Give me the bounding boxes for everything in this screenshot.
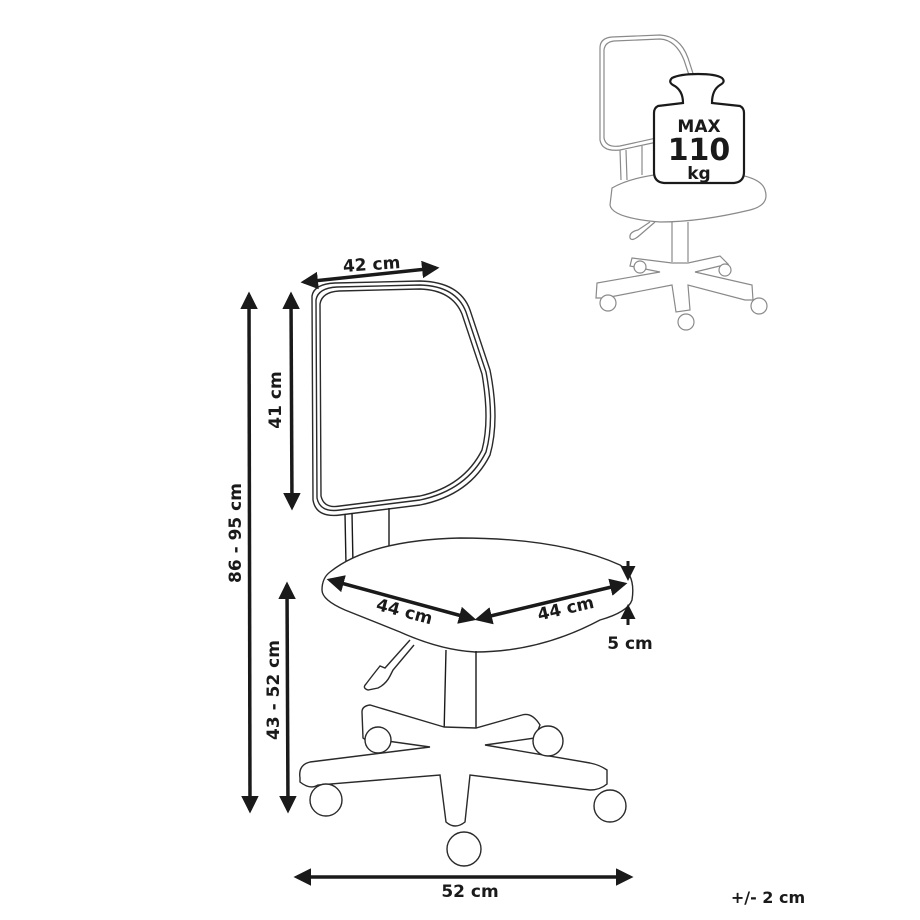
backrest-height-label: 41 cm [266,371,286,428]
max-load-value: 110 [668,133,731,168]
base-diameter-label: 52 cm [441,882,498,902]
max-load-label: MAX [677,117,720,137]
dimension-lines [240,260,636,886]
seat-height-label: 43 - 52 cm [264,640,284,740]
seat-thickness-label: 5 cm [607,634,653,654]
weight-icon [652,72,746,185]
caster-wheels [309,725,627,867]
tolerance-label: +/- 2 cm [731,888,805,907]
max-load-unit: kg [687,164,710,184]
main-chair [299,280,634,867]
max-load-illustration: MAX 110 kg [595,34,768,331]
total-height-label: 86 - 95 cm [226,483,246,583]
backrest-width-label: 42 cm [342,253,401,277]
